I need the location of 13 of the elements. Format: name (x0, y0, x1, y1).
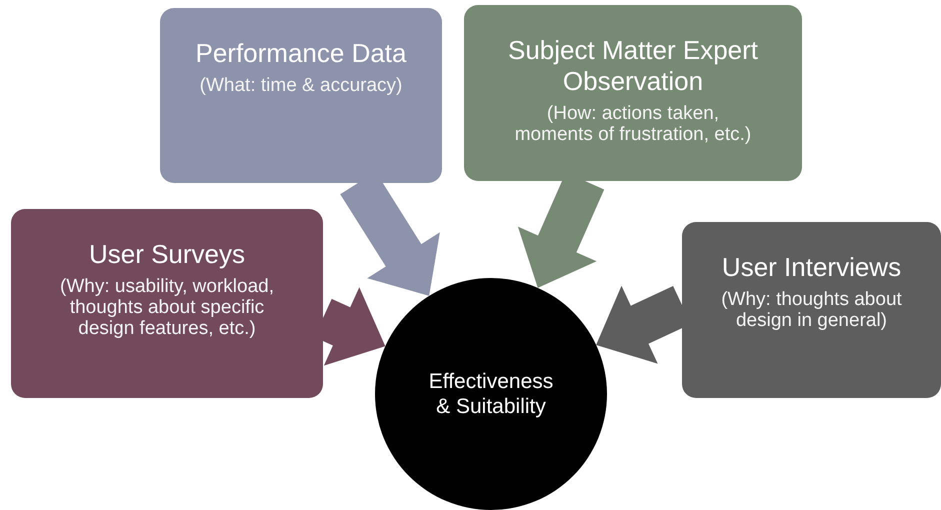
source-box (11, 209, 323, 398)
source-box (682, 222, 941, 398)
circle-label: Effectiveness & Suitability (428, 369, 554, 419)
box-title: User Interviews (722, 252, 902, 283)
box-description: (What: time & accuracy) (200, 75, 402, 96)
source-box (464, 5, 802, 181)
source-box (160, 8, 442, 183)
box-description: (Why: usability, workload, thoughts about specific design features, etc.) (59, 276, 275, 339)
box-description: (How: actions taken, moments of frustration, etc.) (514, 103, 752, 145)
box-description: (Why: thoughts about design in general) (720, 289, 903, 331)
box-title: User Surveys (88, 239, 246, 270)
box-title: Subject Matter Expert Observation (507, 35, 759, 97)
box-title: Performance Data (196, 38, 406, 69)
